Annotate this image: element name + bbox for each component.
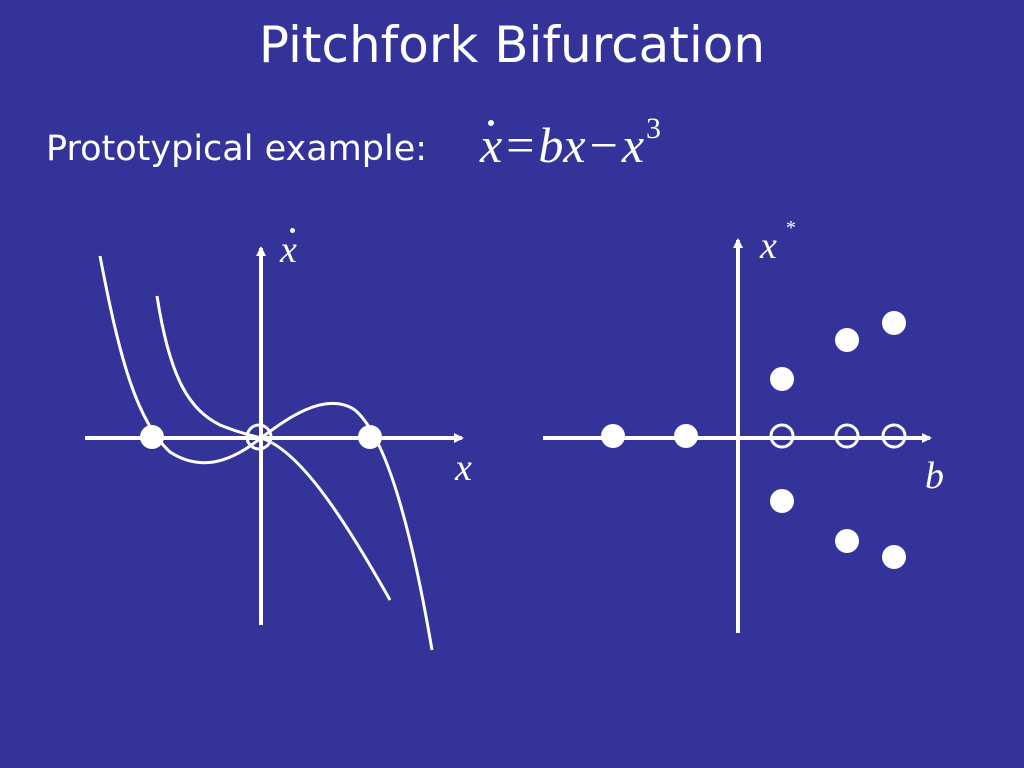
left-y-axis-label-dot: [290, 228, 295, 233]
equation-exponent: 3: [646, 112, 662, 145]
lower-stable-branch-point: [835, 529, 859, 553]
lower-stable-branch-point: [770, 489, 794, 513]
curve-b-negative: [155, 295, 392, 601]
left-x-axis-label: x: [454, 447, 472, 489]
equation-lhs: x: [480, 112, 502, 178]
curve-b-positive: [98, 255, 434, 651]
slide-title: Pitchfork Bifurcation: [258, 16, 766, 74]
stable-branch-point: [601, 424, 625, 448]
equation-minus: −: [589, 117, 618, 173]
equation-equals: =: [506, 117, 535, 173]
right-stable-fixed-point: [358, 425, 382, 449]
upper-stable-branch-point: [882, 311, 906, 335]
origin-unstable-fixed-point: [245, 423, 273, 451]
stable-branch-point: [674, 424, 698, 448]
right-x-axis-label: b: [925, 455, 944, 497]
left-y-axis-label: x: [279, 229, 297, 271]
lower-stable-branch-point: [882, 545, 906, 569]
unstable-branch-point: [834, 423, 860, 449]
upper-stable-branch-point: [770, 367, 794, 391]
example-label: Prototypical example:: [46, 129, 428, 169]
time-derivative-dot: [488, 120, 495, 126]
equation-term1: bx: [538, 117, 586, 173]
right-y-axis-superscript: *: [786, 217, 796, 239]
upper-stable-branch-point: [835, 328, 859, 352]
unstable-branch-point: [769, 423, 795, 449]
left-stable-fixed-point: [140, 425, 164, 449]
equation: x=bx−x3: [480, 112, 662, 186]
equation-lhs-text: x: [480, 117, 503, 173]
left-plot: x x: [85, 228, 472, 651]
right-y-axis-label: x: [759, 225, 777, 267]
unstable-branch-point: [881, 423, 907, 449]
right-plot: x * b: [543, 217, 944, 633]
equation-term2: x: [621, 117, 645, 173]
